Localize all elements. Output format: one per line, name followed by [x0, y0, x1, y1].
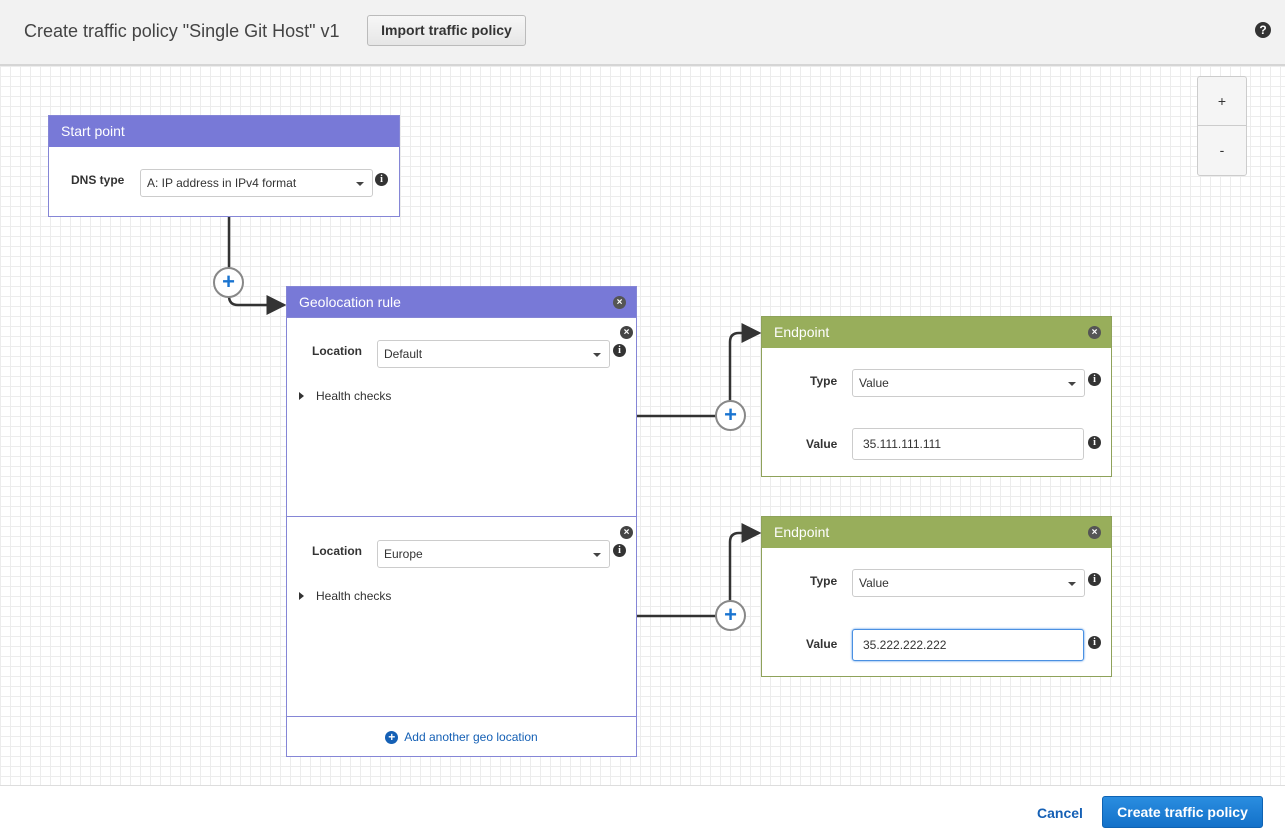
- start-point-node[interactable]: Start point DNS type A: IP address in IP…: [48, 115, 400, 217]
- type-select[interactable]: Value: [852, 569, 1085, 597]
- location-label: Location: [312, 544, 362, 558]
- health-checks-toggle[interactable]: Health checks: [299, 389, 391, 403]
- info-icon[interactable]: i: [1088, 636, 1101, 649]
- dns-type-select[interactable]: A: IP address in IPv4 format: [140, 169, 373, 197]
- close-icon[interactable]: ×: [1088, 526, 1101, 539]
- location-label: Location: [312, 344, 362, 358]
- type-label: Type: [810, 374, 838, 388]
- add-geo-location-link[interactable]: + Add another geo location: [287, 730, 636, 744]
- close-icon[interactable]: ×: [1088, 326, 1101, 339]
- info-icon[interactable]: i: [613, 344, 626, 357]
- create-traffic-policy-button[interactable]: Create traffic policy: [1102, 796, 1263, 828]
- cancel-button[interactable]: Cancel: [1037, 805, 1083, 821]
- node-title-text: Endpoint: [774, 524, 830, 540]
- location-select[interactable]: Europe: [377, 540, 610, 568]
- remove-location-icon[interactable]: ×: [620, 326, 633, 339]
- remove-location-icon[interactable]: ×: [620, 526, 633, 539]
- add-geo-location-label: Add another geo location: [404, 730, 538, 744]
- geo-rule-europe: × Location Europe i Health checks: [287, 516, 636, 716]
- value-input[interactable]: 35.222.222.222: [852, 629, 1084, 661]
- value-label: Value: [806, 437, 838, 451]
- zoom-in-button[interactable]: +: [1198, 77, 1246, 126]
- add-rule-button[interactable]: +: [213, 267, 244, 298]
- info-icon[interactable]: i: [1088, 436, 1101, 449]
- zoom-control: + -: [1197, 76, 1247, 176]
- node-title: Endpoint ×: [762, 517, 1111, 548]
- connector-default-to-endpoint: [636, 323, 762, 418]
- type-label: Type: [810, 574, 838, 588]
- info-icon[interactable]: i: [1088, 373, 1101, 386]
- health-checks-toggle[interactable]: Health checks: [299, 589, 391, 603]
- location-select[interactable]: Default: [377, 340, 610, 368]
- node-title-text: Endpoint: [774, 324, 830, 340]
- add-endpoint-button[interactable]: +: [715, 600, 746, 631]
- endpoint-node[interactable]: Endpoint × Type Value i Value 35.111.111.…: [761, 316, 1112, 477]
- zoom-out-button[interactable]: -: [1219, 142, 1225, 158]
- value-input[interactable]: 35.111.111.111: [852, 428, 1084, 460]
- info-icon[interactable]: i: [1088, 573, 1101, 586]
- add-location-row: + Add another geo location: [287, 716, 636, 756]
- node-title: Start point: [49, 116, 399, 147]
- geolocation-rule-node[interactable]: Geolocation rule × × Location Default i H…: [286, 286, 637, 757]
- endpoint-node[interactable]: Endpoint × Type Value i Value 35.222.222.…: [761, 516, 1112, 677]
- value-label: Value: [806, 637, 838, 651]
- dns-type-label: DNS type: [71, 173, 125, 187]
- plus-circle-icon: +: [385, 731, 399, 744]
- page-header: Create traffic policy "Single Git Host" …: [0, 0, 1285, 66]
- node-title: Endpoint ×: [762, 317, 1111, 348]
- info-icon[interactable]: i: [375, 173, 388, 186]
- add-endpoint-button[interactable]: +: [715, 400, 746, 431]
- connector-europe-to-endpoint: [636, 523, 762, 618]
- help-icon[interactable]: ?: [1255, 22, 1271, 38]
- node-title-text: Geolocation rule: [299, 294, 401, 310]
- node-title: Geolocation rule ×: [287, 287, 636, 318]
- import-traffic-policy-button[interactable]: Import traffic policy: [367, 15, 526, 46]
- type-select[interactable]: Value: [852, 369, 1085, 397]
- geo-rule-default: × Location Default i Health checks: [287, 317, 636, 517]
- footer: Cancel Create traffic policy: [0, 785, 1285, 838]
- close-icon[interactable]: ×: [613, 296, 626, 309]
- page-title: Create traffic policy "Single Git Host" …: [24, 21, 340, 41]
- info-icon[interactable]: i: [613, 544, 626, 557]
